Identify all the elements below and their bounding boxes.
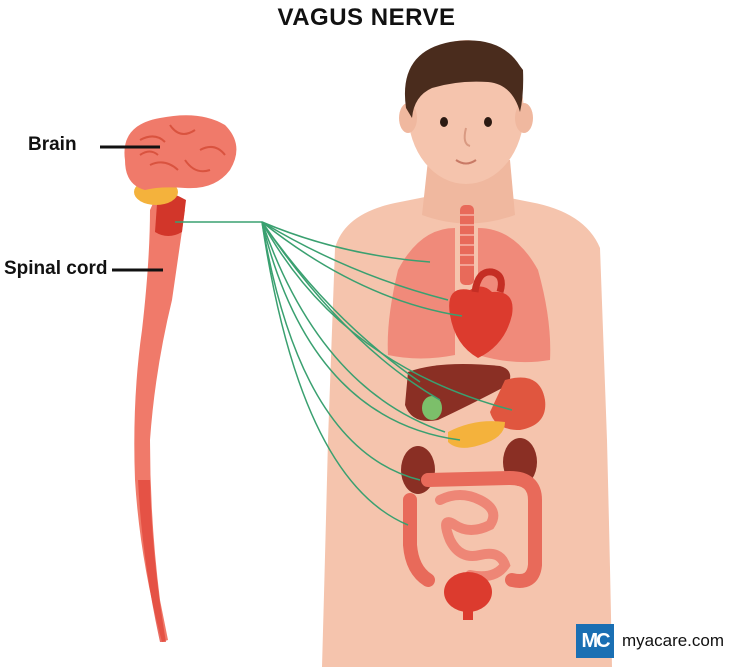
pancreas [448, 421, 505, 448]
bladder [444, 572, 492, 612]
right-eye [484, 117, 492, 127]
stomach [490, 377, 546, 430]
spinal-cord-label: Spinal cord [4, 258, 108, 279]
gallbladder [422, 396, 442, 420]
diagram-title: VAGUS NERVE [277, 4, 456, 31]
vagus-nerve-branches [175, 221, 513, 526]
hair [404, 40, 524, 118]
small-intestine [435, 490, 511, 582]
spinal-cord [134, 188, 185, 642]
brand-website: myacare.com [622, 631, 725, 650]
nose [463, 127, 471, 147]
mouth [455, 159, 477, 165]
left-eye [440, 117, 448, 127]
urethra [463, 608, 473, 620]
spinal-cord-lower [138, 480, 166, 642]
brain [124, 115, 237, 190]
brain-label: Brain [28, 134, 77, 155]
right-ear [515, 103, 533, 133]
large-intestine [403, 470, 542, 588]
brain-folds [139, 124, 226, 173]
brain-and-spine [124, 115, 237, 642]
heart [449, 286, 513, 358]
organs [387, 205, 551, 620]
brand-watermark: MC myacare.com [576, 624, 724, 658]
aorta [471, 268, 505, 293]
mc-logo: MC [576, 624, 614, 658]
